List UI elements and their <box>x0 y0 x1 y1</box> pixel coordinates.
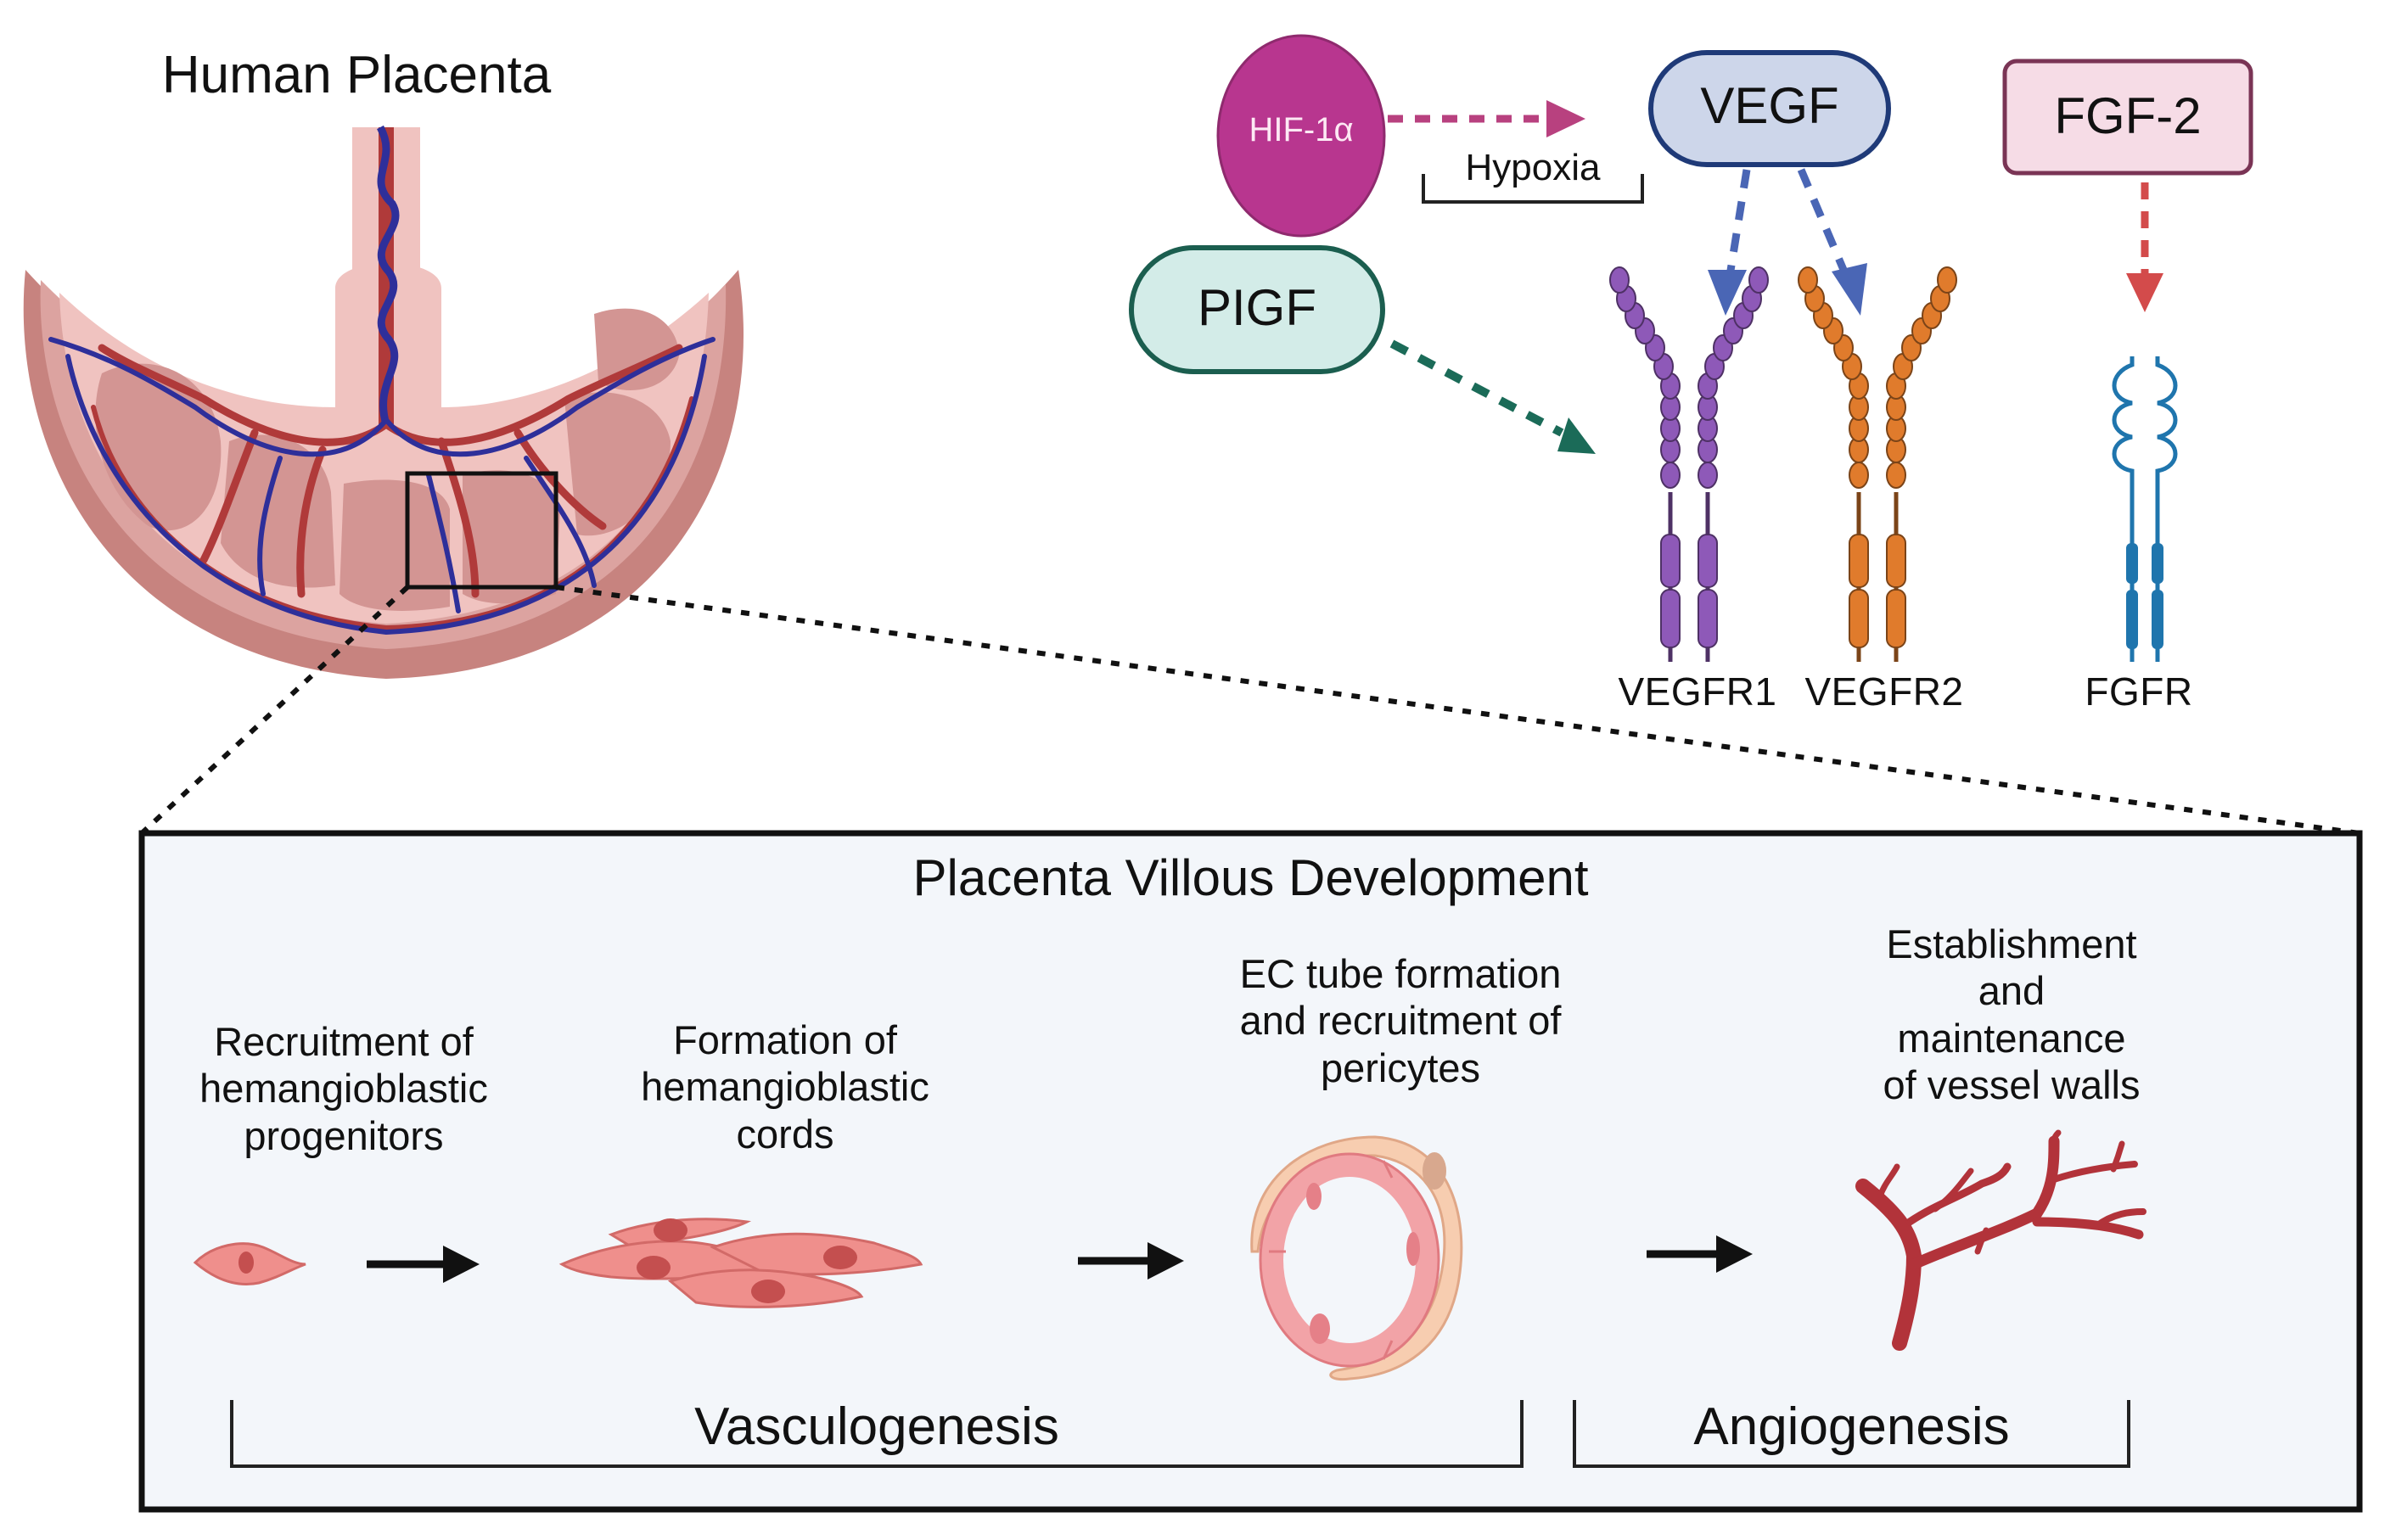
ec-tube-pericyte-icon <box>1250 1135 1463 1381</box>
kinase-domain <box>2152 543 2163 584</box>
step-4-line: Establishment <box>1886 921 2137 966</box>
ig-domain <box>1798 266 1818 294</box>
placenta-title: Human Placenta <box>161 46 552 104</box>
step-2-line: cords <box>736 1111 834 1156</box>
step-arrow-1 <box>367 1246 480 1283</box>
step-4-line: of vessel walls <box>1883 1062 2141 1108</box>
receptor-vegfr2 <box>1798 266 1957 662</box>
receptor-label-fgfr: FGFR <box>2085 669 2193 714</box>
step-4-line: and <box>1978 968 2045 1014</box>
pigf-label: PIGF <box>1197 279 1316 336</box>
fgf2-node <box>2002 59 2253 176</box>
ig-domain <box>1698 462 1718 489</box>
vasculogenesis-label: Vasculogenesis <box>694 1397 1059 1456</box>
cotyledon <box>340 479 450 611</box>
zoom-line-left <box>139 585 410 836</box>
step-2-line: hemangioblastic <box>641 1064 929 1110</box>
kinase-domain <box>1698 589 1718 648</box>
step-1-line: Recruitment of <box>214 1019 474 1064</box>
step-2-line: Formation of <box>673 1017 897 1062</box>
cotyledon <box>564 392 671 536</box>
step-4-line: maintenance <box>1897 1015 2126 1061</box>
step-1-label: Recruitment of hemangioblastic progenito… <box>136 1018 552 1159</box>
ig-domain <box>1748 266 1769 294</box>
kinase-domain <box>2126 543 2138 584</box>
ig-domain <box>1937 266 1957 294</box>
step-3-label: EC tube formation and recruitment of per… <box>1188 950 1613 1091</box>
pigf-to-vegfr1-arrow <box>1389 339 1564 437</box>
step-1-line: hemangioblastic <box>199 1066 488 1112</box>
step-4-label: Establishment and maintenance of vessel … <box>1799 921 2224 1109</box>
kinase-domain <box>1660 534 1681 588</box>
receptor-chain <box>2112 356 2135 662</box>
receptor-group <box>1609 266 2178 662</box>
receptor-label-vegfr2: VEGFR2 <box>1804 669 1964 714</box>
kinase-domain <box>1886 534 1906 588</box>
zoom-region-box <box>405 471 558 590</box>
fgf2-to-fgfr-arrowhead <box>2126 273 2163 312</box>
angiogenesis-label: Angiogenesis <box>1693 1397 2010 1456</box>
step-2-label: Formation of hemangioblastic cords <box>577 1016 993 1157</box>
cotyledon <box>463 470 560 604</box>
vegf-to-vegfr2-arrowhead <box>1832 263 1867 316</box>
hypoxia-label: Hypoxia <box>1465 147 1601 188</box>
step-arrow-3 <box>1647 1235 1753 1273</box>
receptor-label-vegfr1: VEGFR1 <box>1618 669 1777 714</box>
cotyledon <box>594 308 679 390</box>
hif-node <box>1216 34 1386 238</box>
kinase-domain <box>1660 589 1681 648</box>
kinase-domain <box>1849 534 1869 588</box>
zoom-line-right <box>555 585 2360 836</box>
panel-title: Placenta Villous Development <box>912 849 1589 906</box>
ig-domain <box>1886 462 1906 489</box>
kinase-domain <box>2126 590 2138 649</box>
angiogenesis-bracket <box>1573 1400 2130 1468</box>
placenta-illustration <box>23 125 744 679</box>
pigf-to-vegfr1-arrowhead <box>1557 417 1596 454</box>
cotyledon <box>221 434 335 588</box>
placental-veins <box>48 337 716 636</box>
villous-development-panel <box>138 830 2363 1513</box>
ig-domain <box>1849 462 1869 489</box>
kinase-domain <box>1886 589 1906 648</box>
vegf-label: VEGF <box>1700 77 1839 134</box>
vegf-to-vegfr1-arrow <box>1726 169 1751 277</box>
hif-label: HIF-1α <box>1249 111 1354 148</box>
kinase-domain <box>2152 590 2163 649</box>
receptor-chain <box>2155 356 2178 662</box>
pigf-node <box>1129 245 1385 374</box>
vasculogenesis-bracket <box>230 1400 1524 1468</box>
step-3-line: EC tube formation <box>1239 951 1562 996</box>
step-3-line: pericytes <box>1320 1044 1481 1090</box>
vegf-to-vegfr1-arrowhead <box>1708 270 1747 316</box>
kinase-domain <box>1698 534 1718 588</box>
fgf2-label: FGF-2 <box>2054 87 2202 144</box>
receptor-vegfr1 <box>1609 266 1769 662</box>
hemangioblastic-cords-icon <box>558 1218 923 1308</box>
hif-to-vegf-arrowhead <box>1546 100 1585 137</box>
ig-domain <box>1609 266 1630 294</box>
step-3-line: and recruitment of <box>1239 998 1562 1044</box>
receptor-fgfr <box>2112 356 2178 662</box>
vessel-tree-icon <box>1855 1129 2146 1351</box>
kinase-domain <box>1849 589 1869 648</box>
step-1-line: progenitors <box>244 1112 444 1158</box>
progenitor-cell-icon <box>193 1242 306 1285</box>
vegf-node <box>1648 50 1891 167</box>
umbilical-vein-spiral <box>376 125 400 426</box>
hypoxia-bracket <box>1422 174 1644 204</box>
step-arrow-2 <box>1078 1242 1184 1280</box>
vegf-to-vegfr2-arrow <box>1797 168 1850 277</box>
ig-domain <box>1660 462 1681 489</box>
